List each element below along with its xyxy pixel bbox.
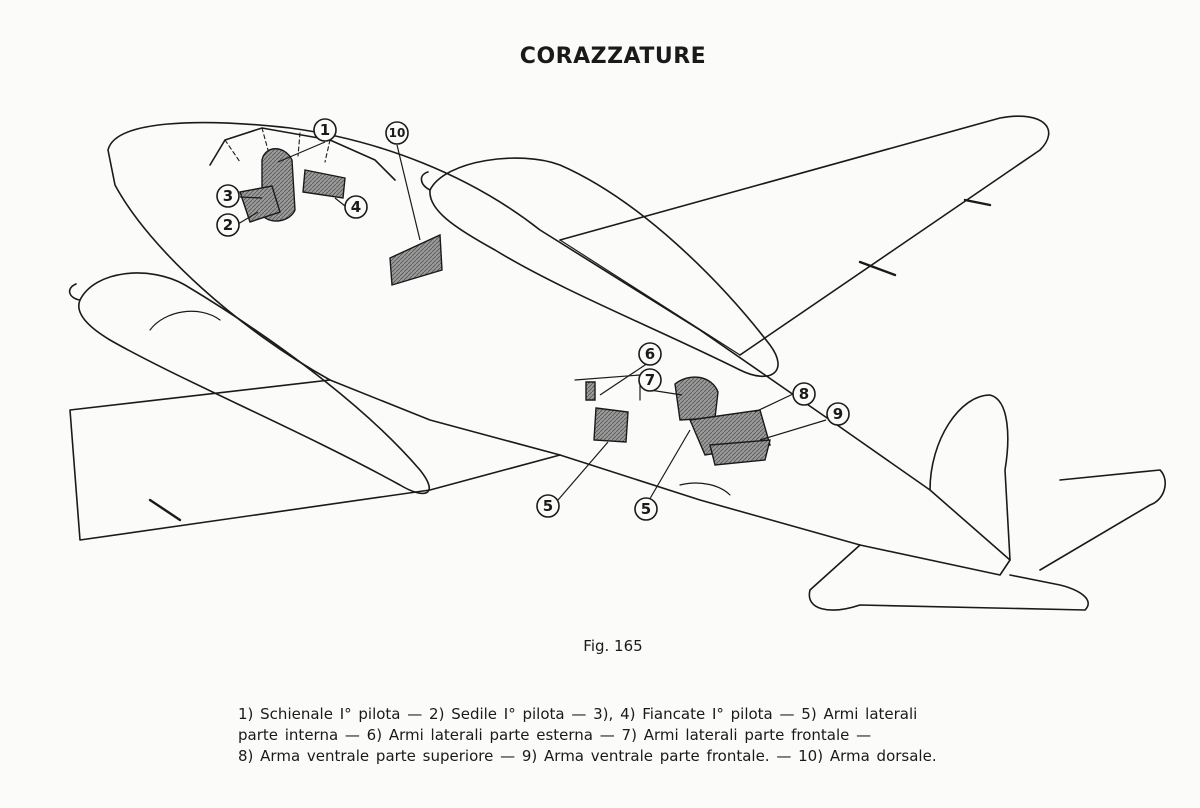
figure-title: CORAZZATURE [519,44,707,69]
callout-6-circle [638,342,662,366]
caption-line: 8) Arma ventrale parte superiore — 9) Ar… [238,747,937,765]
callout-7-label: 7 [645,371,655,389]
callout-3-label: 3 [223,187,233,205]
callout-10-label: 10 [389,126,406,140]
armor-lateral-inner [593,407,629,443]
callout-2-circle [216,213,240,237]
callout-markers [216,118,850,521]
callout-9-label: 9 [833,405,843,423]
armor-pilot-side-panel [302,169,346,199]
callout-4-label: 4 [351,198,361,216]
callout-1-circle [313,118,337,142]
tail-fin-right [1039,469,1166,571]
callout-7-circle [638,368,662,392]
cockpit-canopy [209,127,396,181]
callout-8-label: 8 [799,385,809,403]
callout-6-label: 6 [645,345,655,363]
armor-dorsal-gun [389,233,443,286]
armor-lateral-outer [585,381,596,401]
callout-5a-label: 5 [543,497,553,515]
left-wing [69,379,561,541]
right-wing [559,115,1050,356]
figure-caption: 1) Schienale I° pilota — 2) Sedile I° pi… [238,704,1004,767]
callout-9-circle [826,402,850,426]
right-engine-nacelle [429,157,779,378]
caption-line: parte interna — 6) Armi laterali parte e… [238,726,872,744]
callout-1-label: 1 [320,121,330,139]
fuselage-outline [107,121,1011,576]
callout-4-circle [344,195,368,219]
callout-3-circle [216,184,240,208]
tail-fin [929,394,1011,561]
callout-5b-circle [634,497,658,521]
left-engine-nacelle [78,272,431,495]
callout-10-circle [385,121,409,145]
armor-ventral-front [709,439,771,466]
tail-stabilizer [808,544,1089,611]
callout-2-label: 2 [223,216,233,234]
armor-lateral-front [674,376,719,421]
figure-number: Fig. 165 [583,637,643,655]
callout-5b-label: 5 [641,500,651,518]
caption-line: 1) Schienale I° pilota — 2) Sedile I° pi… [238,705,918,723]
armor-pilot-seat [239,185,281,223]
callout-5a-circle [536,494,560,518]
callout-8-circle [792,382,816,406]
